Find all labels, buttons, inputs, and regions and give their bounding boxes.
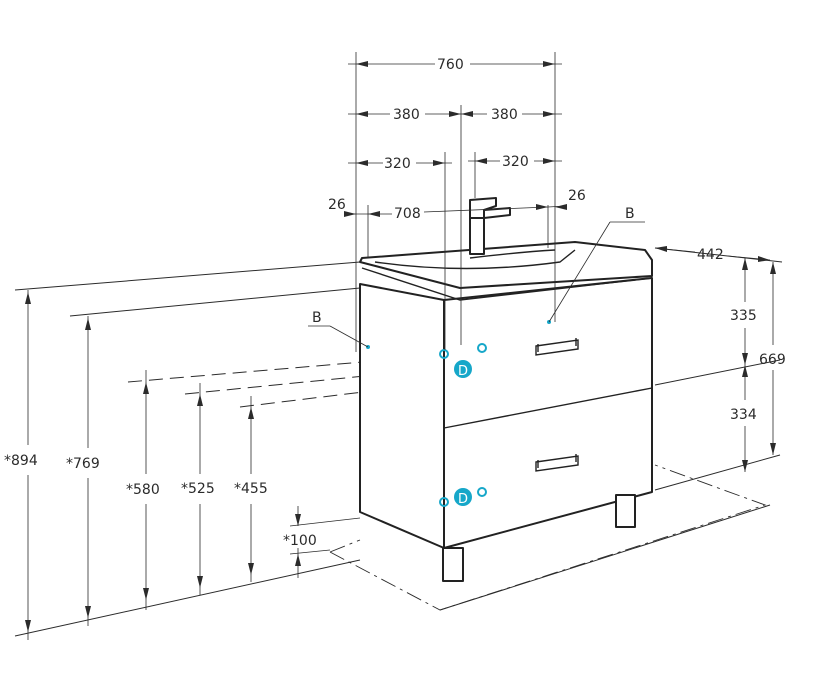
label-b-left: B (312, 310, 322, 326)
floor-footprint (329, 464, 767, 611)
dim-100: *100 (283, 533, 317, 549)
dim-380-right: 380 (491, 107, 518, 123)
dim-26-left: 26 (328, 197, 346, 213)
dim-320-right: 320 (502, 154, 529, 170)
leg-back (615, 494, 636, 528)
left-dimensions: *894 *769 *580 *525 *455 *100 (4, 290, 361, 640)
dim-525: *525 (181, 481, 215, 497)
dim-769: *769 (66, 456, 100, 472)
sink-top (359, 241, 653, 289)
dim-26-right: 26 (568, 188, 586, 204)
dim-669: 669 (759, 352, 786, 368)
handle-top (535, 338, 579, 356)
dim-320-left: 320 (384, 156, 411, 172)
marker-d-bottom: D (458, 492, 468, 507)
dim-334: 334 (730, 407, 757, 423)
dim-760: 760 (437, 57, 464, 73)
dim-380-left: 380 (393, 107, 420, 123)
handle-bottom (535, 454, 579, 472)
marker-d-top: D (458, 364, 468, 379)
dim-335: 335 (730, 308, 757, 324)
leg-front (442, 547, 464, 582)
drain-marker-bottom (454, 488, 472, 506)
top-dimensions: 760 380 380 320 320 26 708 26 (328, 52, 586, 352)
faucet-icon (469, 197, 511, 255)
dim-708: 708 (394, 206, 421, 222)
cabinet-side-panel (359, 283, 445, 549)
dim-455: *455 (234, 481, 268, 497)
label-b-right: B (625, 206, 635, 222)
drain-marker-top (454, 360, 472, 378)
label-b-left-group: B (308, 310, 369, 348)
dim-894: *894 (4, 453, 38, 469)
label-b-right-group: B (548, 206, 645, 323)
dim-580: *580 (126, 482, 160, 498)
dim-442: 442 (697, 247, 724, 263)
drawer-split (443, 387, 653, 429)
right-dimensions: 442 335 334 669 (654, 246, 786, 472)
cabinet (359, 241, 653, 582)
